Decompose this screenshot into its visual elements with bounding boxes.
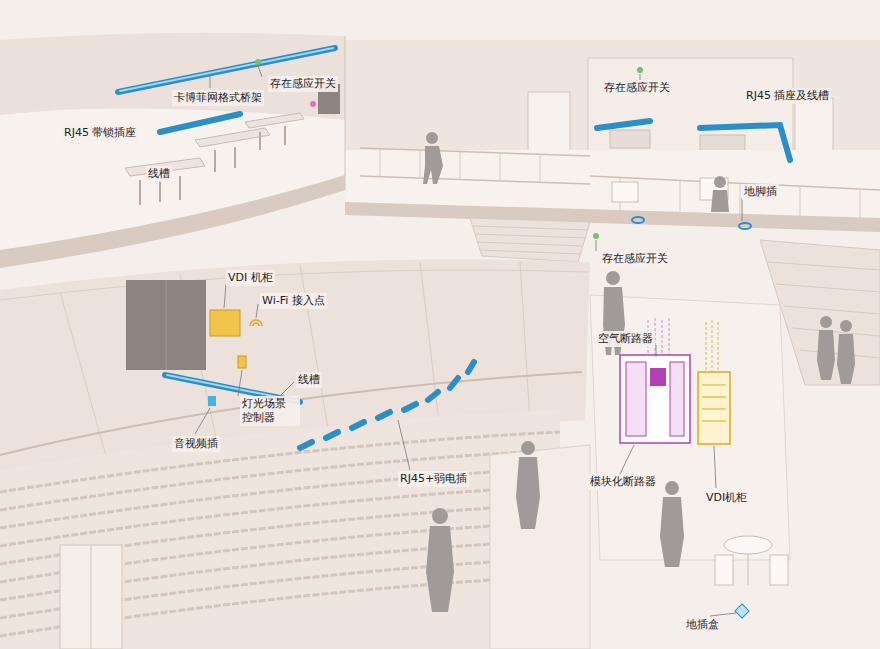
person — [840, 320, 852, 332]
leader-line — [710, 613, 736, 616]
stairs — [470, 218, 590, 262]
floor-outlet — [739, 223, 751, 229]
wifi-icon — [250, 320, 262, 326]
table — [724, 536, 772, 554]
cable — [706, 320, 718, 372]
chair — [770, 555, 788, 585]
vdi-cabinet — [698, 372, 730, 444]
leader-lines — [195, 66, 742, 616]
leader-line — [238, 370, 242, 396]
door — [91, 545, 92, 649]
stairs — [473, 226, 588, 254]
breaker-cabinet — [620, 355, 690, 443]
person — [426, 526, 454, 612]
seating — [0, 410, 560, 649]
person — [837, 334, 855, 384]
leader-line — [224, 284, 226, 308]
callout-label: 存在感应开关 — [600, 251, 670, 267]
person — [423, 146, 443, 184]
screen-split — [166, 280, 167, 370]
callout-label: 存在感应开关 — [602, 80, 672, 96]
indicator — [310, 101, 316, 107]
glass-railing — [0, 372, 582, 455]
person — [714, 176, 726, 188]
person — [665, 481, 679, 495]
back-wall — [0, 33, 345, 120]
person — [606, 271, 620, 285]
door — [528, 92, 570, 154]
wall-edge — [345, 36, 346, 190]
leader-line — [656, 345, 657, 357]
person — [820, 316, 832, 328]
leader-line — [620, 445, 634, 474]
breaker-module — [650, 368, 666, 386]
chair — [612, 182, 638, 202]
person — [711, 190, 729, 212]
rack-unit — [702, 385, 726, 421]
cable-trunking — [597, 121, 650, 128]
leader-line — [195, 408, 210, 434]
floor-outlet — [632, 217, 644, 223]
seat-outlet — [300, 362, 474, 448]
slab-edge — [345, 202, 880, 232]
electrical-room — [590, 295, 790, 560]
callout-label: VDI机柜 — [704, 490, 749, 506]
leader-line — [742, 198, 743, 221]
table — [610, 130, 650, 148]
presence-sensor — [255, 59, 261, 65]
person — [817, 330, 835, 380]
callout-label: 地插盒 — [684, 617, 721, 633]
cable-trunking — [160, 114, 240, 132]
stool — [140, 126, 285, 205]
slab-edge — [0, 175, 345, 268]
screen — [126, 280, 206, 370]
callout-label: 线槽 — [296, 372, 322, 388]
leader-line — [714, 446, 716, 488]
breaker-module — [670, 362, 684, 436]
callout-label: 空气断路器 — [596, 331, 655, 347]
callout-label: 卡博菲网格式桥架 — [172, 90, 264, 106]
leader-line — [596, 240, 597, 251]
callout-label: 存在感应开关 — [268, 76, 338, 92]
cable-tray-group — [118, 48, 790, 448]
person — [516, 457, 540, 529]
desk — [195, 128, 270, 147]
person — [432, 508, 448, 524]
callout-label: 线槽 — [146, 166, 172, 182]
callout-label: 模块化断路器 — [588, 474, 658, 490]
person — [426, 132, 438, 144]
people — [423, 132, 855, 612]
cable-trunking — [700, 125, 790, 160]
leader-line — [258, 66, 262, 77]
door — [60, 545, 122, 649]
callout-label: 灯光场景 控制器 — [240, 396, 300, 426]
leader-line — [256, 304, 258, 318]
callout-label: Wi-Fi 接入点 — [260, 293, 327, 309]
leader-line — [210, 75, 211, 88]
floor-box — [735, 604, 749, 618]
vdi-cabinet — [210, 310, 240, 336]
tray-highlight — [120, 48, 333, 401]
chair — [715, 555, 733, 585]
breaker-module — [626, 362, 646, 436]
callout-label: RJ45 带锁插座 — [62, 125, 138, 141]
light-controller — [238, 356, 246, 368]
callout-label: RJ45 插座及线槽 — [744, 88, 831, 104]
callout-label: 音视频插 — [172, 436, 220, 452]
leader-line — [398, 420, 410, 470]
person — [521, 441, 535, 455]
callout-label: RJ45+弱电插 — [398, 471, 469, 487]
table — [748, 554, 749, 585]
presence-sensor — [637, 67, 643, 73]
callout-label: VDI 机柜 — [226, 270, 275, 286]
desk — [245, 113, 304, 128]
presence-sensor — [593, 233, 599, 239]
av-outlet — [208, 396, 216, 406]
leader-line — [280, 382, 294, 396]
wall-panel — [490, 445, 590, 649]
callout-label: 地脚插 — [742, 184, 779, 200]
person — [660, 497, 684, 567]
